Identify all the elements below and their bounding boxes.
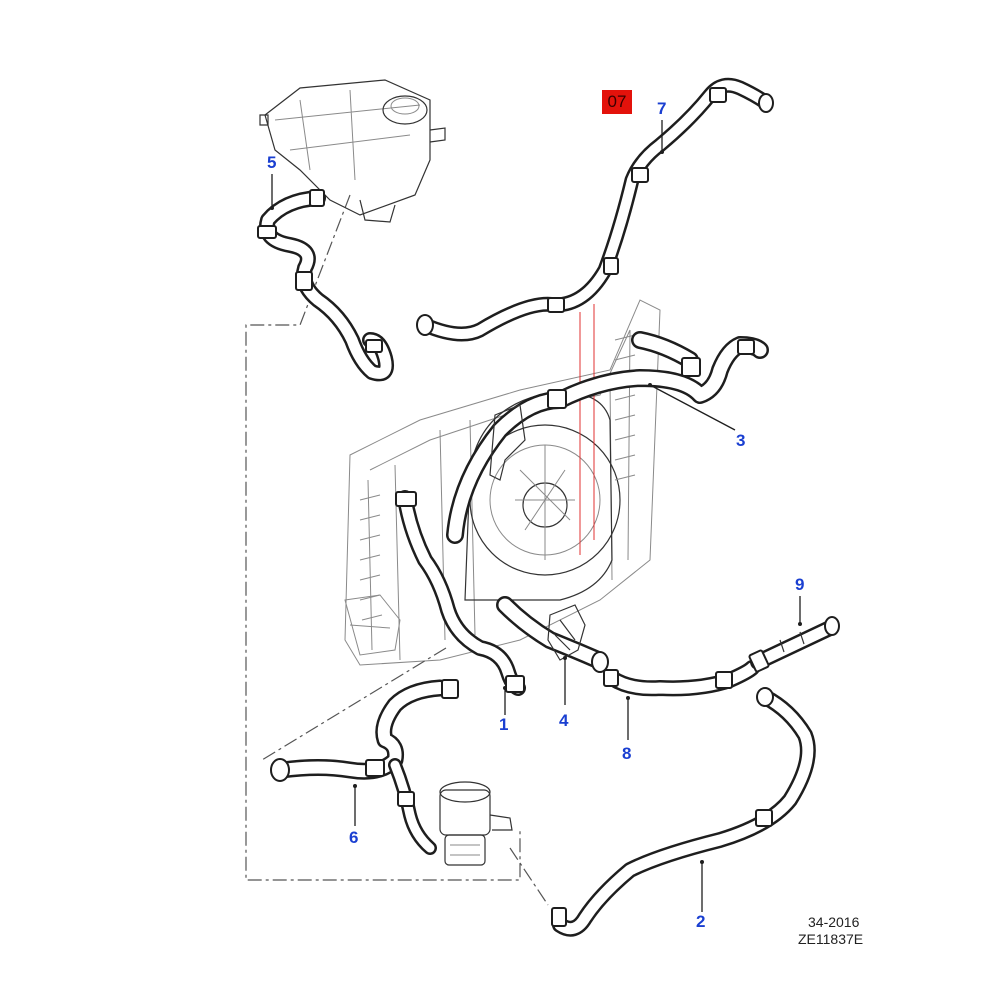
callout-9: 9 [795,575,805,594]
leader-lines [270,120,802,912]
callout-6: 6 [349,828,359,847]
hose-1 [395,490,526,696]
hose-5 [257,189,395,382]
hose-3 [446,331,769,544]
callout-5: 5 [267,153,277,172]
callout-3: 3 [736,431,746,450]
callout-1: 1 [499,715,509,734]
hose-4-housing [496,596,609,673]
hose-7 [416,77,774,342]
expansion-tank [259,79,446,223]
callout-2: 2 [696,912,706,931]
callout-4: 4 [559,711,569,730]
figure-code: 34-2016 [808,914,860,930]
red-guide-lines [579,304,595,555]
callout-8: 8 [622,744,632,763]
hose-2 [551,687,816,937]
hose-8 [603,660,760,697]
callout-7: 7 [657,99,667,118]
pipe-9 [748,616,840,673]
hose-6 [270,679,513,866]
dash-dot-boundaries [245,194,549,906]
section-badge: 07 [602,90,632,114]
figure-reference: ZE11837E [798,931,864,947]
